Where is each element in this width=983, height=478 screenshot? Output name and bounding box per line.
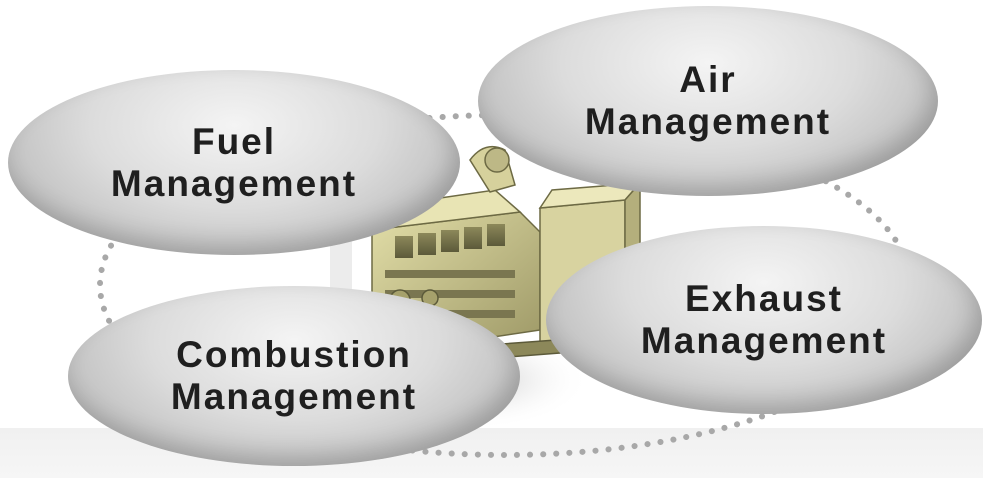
combustion-management-bubble: Combustion Management: [68, 286, 520, 466]
air-management-bubble: Air Management: [478, 6, 938, 196]
air-management-label: Air Management: [584, 59, 832, 142]
combustion-management-label: Combustion Management: [170, 334, 418, 417]
exhaust-management-label: Exhaust Management: [640, 278, 888, 361]
fuel-management-label: Fuel Management: [110, 120, 358, 204]
fuel-management-bubble: Fuel Management: [8, 70, 460, 255]
exhaust-management-bubble: Exhaust Management: [546, 226, 982, 414]
